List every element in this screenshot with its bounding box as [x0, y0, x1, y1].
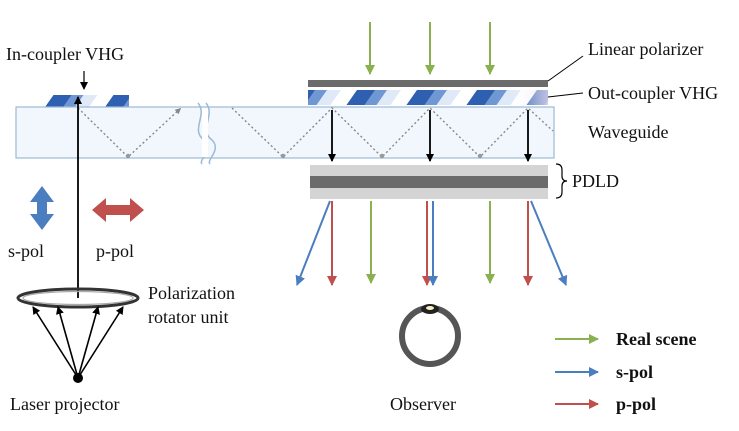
tir-bounce-points — [125, 153, 483, 159]
pdld-brace — [555, 163, 568, 199]
observer-eye-icon — [399, 304, 461, 367]
tir-light-path — [77, 107, 554, 158]
legend: Real scene s-pol p-pol — [555, 329, 696, 414]
polarization-rotator-ring — [16, 287, 140, 309]
out-coupler-vhg — [308, 90, 548, 105]
observer-label: Observer — [390, 394, 456, 414]
output-rays — [295, 200, 568, 286]
waveguide — [15, 102, 555, 165]
legend-item-real-scene: Real scene — [555, 329, 696, 349]
legend-item-s-pol: s-pol — [555, 362, 653, 382]
waveguide-label: Waveguide — [588, 122, 669, 142]
legend-label-real-scene: Real scene — [616, 329, 696, 349]
in-coupler-label: In-coupler VHG — [6, 44, 124, 64]
laser-projector-label: Laser projector — [10, 394, 119, 414]
pdld-label: PDLD — [572, 171, 619, 191]
linear-polarizer-label: Linear polarizer — [588, 39, 703, 59]
legend-item-p-pol: p-pol — [555, 394, 656, 414]
laser-fan-rays — [32, 306, 124, 379]
out-coupler-label: Out-coupler VHG — [588, 83, 718, 103]
legend-label-s-pol: s-pol — [616, 362, 653, 382]
diffracted-rays — [328, 110, 532, 162]
polarizer-leader — [547, 55, 584, 82]
p-pol-double-arrow — [92, 198, 144, 222]
in-coupler-vhg — [44, 95, 129, 107]
s-pol-label: s-pol — [8, 241, 44, 261]
linear-polarizer — [308, 80, 548, 87]
s-pol-double-arrow — [30, 186, 54, 230]
rotator-label-line1: Polarization — [148, 283, 235, 303]
incoming-real-scene-arrows — [365, 22, 495, 75]
pdld — [310, 165, 548, 199]
out-coupler-leader — [547, 92, 584, 98]
laser-source-dot — [73, 373, 83, 383]
p-pol-label: p-pol — [96, 241, 134, 261]
rotator-label-line2: rotator unit — [148, 307, 228, 327]
legend-label-p-pol: p-pol — [616, 394, 656, 414]
